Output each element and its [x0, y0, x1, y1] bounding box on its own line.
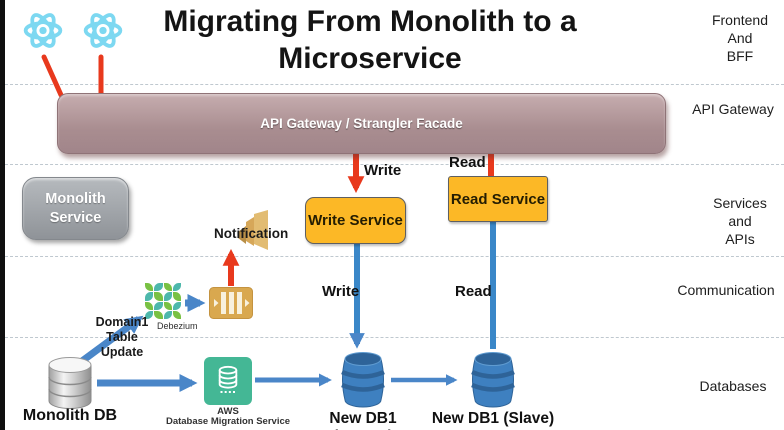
dynamodb-icon-master [341, 352, 385, 408]
notification-label: Notification [214, 226, 289, 241]
dms-cylinder-glyph [218, 365, 238, 393]
api-gateway-label: API Gateway / Strangler Facade [260, 116, 463, 131]
domain-table-update-label: Domain1 Table Update [95, 315, 149, 359]
layer-label-api-gateway: API Gateway [692, 101, 774, 117]
react-icon-1 [23, 13, 63, 48]
layer-divider-1 [5, 84, 784, 85]
read-service-box: Read Service [448, 176, 548, 222]
layer-label-services: Services and APIs [713, 195, 767, 247]
edge-label-write-top: Write [364, 162, 402, 179]
dynamodb-icon-slave [471, 352, 515, 408]
page-title: Migrating From Monolith to a Microservic… [163, 5, 577, 75]
aws-dms-icon [204, 357, 252, 405]
left-edge-bar [0, 0, 5, 430]
debezium-label: Debezium [157, 321, 198, 331]
sqs-queue-icon [209, 287, 253, 319]
layer-label-communication: Communication [677, 282, 775, 298]
database-cylinder-icon [48, 357, 92, 409]
edge-label-read-top: Read [449, 154, 486, 171]
monolith-service-box: Monolith Service [22, 177, 129, 240]
layer-divider-3 [5, 256, 784, 257]
debezium-icon [145, 283, 181, 319]
sns-megaphone-icon [238, 210, 268, 250]
read-service-label: Read Service [450, 190, 546, 208]
layer-divider-2 [5, 164, 784, 165]
react-icon-2 [83, 13, 123, 48]
dms-label-service: Database Migration Service [165, 416, 291, 427]
monolith-db-label: Monolith DB [22, 407, 118, 424]
write-service-box: Write Service [305, 197, 406, 244]
layer-label-databases: Databases [699, 378, 767, 394]
db-slave-label: New DB1 (Slave) [431, 410, 555, 427]
api-gateway-box: API Gateway / Strangler Facade [57, 93, 666, 154]
edge-label-write-bottom: Write [322, 283, 360, 300]
layer-divider-4 [5, 337, 784, 338]
layer-label-frontend: Frontend And BFF [711, 12, 769, 64]
edge-react1-to-gateway [41, 54, 64, 98]
edge-label-read-bottom: Read [455, 283, 492, 300]
write-service-label: Write Service [308, 212, 403, 229]
db-master-label: New DB1 (Master) [329, 410, 397, 430]
dms-label-aws: AWS [217, 406, 239, 417]
